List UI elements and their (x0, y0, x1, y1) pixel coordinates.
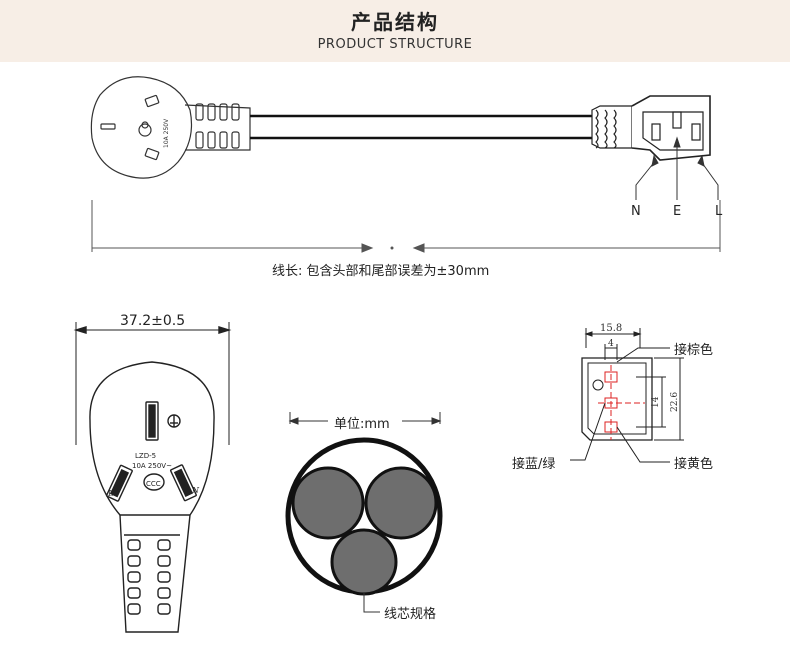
cable-plug-side (90, 76, 251, 179)
connector-dim-width: 15.8 (600, 323, 622, 334)
iec-connector-side (591, 95, 711, 161)
plug-pin-l: L (107, 489, 113, 498)
pin-label-l: L (715, 204, 723, 219)
cable-length-note: 线长: 包含头部和尾部误差为±30mm (272, 264, 490, 279)
unit-label: 单位:mm (334, 417, 390, 432)
pin-arrows (635, 136, 719, 200)
length-dimension (91, 200, 721, 253)
plug-pin-n: N (191, 486, 200, 495)
connector-dim-outer: 22.6 (670, 392, 680, 412)
ccc-mark: CCC (146, 480, 161, 488)
connector-dim-inner: 14 (651, 396, 661, 408)
pin-label-n: N (631, 204, 641, 219)
page-title: 产品结构 (351, 10, 439, 34)
plug-model-text: LZD-5 (135, 452, 156, 460)
connector-front-view (570, 328, 684, 463)
yellow-wire-label: 接黄色 (674, 457, 714, 472)
plug-width-dimension: 37.2±0.5 (120, 313, 186, 329)
plug-rating-text: 10A 250V~ (132, 462, 172, 470)
connector-dim-pin: 4 (608, 339, 614, 349)
cable-lines (250, 114, 592, 140)
pin-label-e: E (673, 204, 682, 219)
header-banner (0, 0, 790, 62)
core-spec-label: 线芯规格 (384, 607, 437, 622)
cable-cross-section (285, 412, 443, 613)
brown-wire-label: 接棕色 (674, 343, 714, 358)
plug-side-rating: 10A 250V (163, 118, 170, 148)
blue-green-wire-label: 接蓝/绿 (512, 457, 556, 472)
page-subtitle: PRODUCT STRUCTURE (317, 37, 473, 52)
plug-front-view (73, 322, 232, 633)
